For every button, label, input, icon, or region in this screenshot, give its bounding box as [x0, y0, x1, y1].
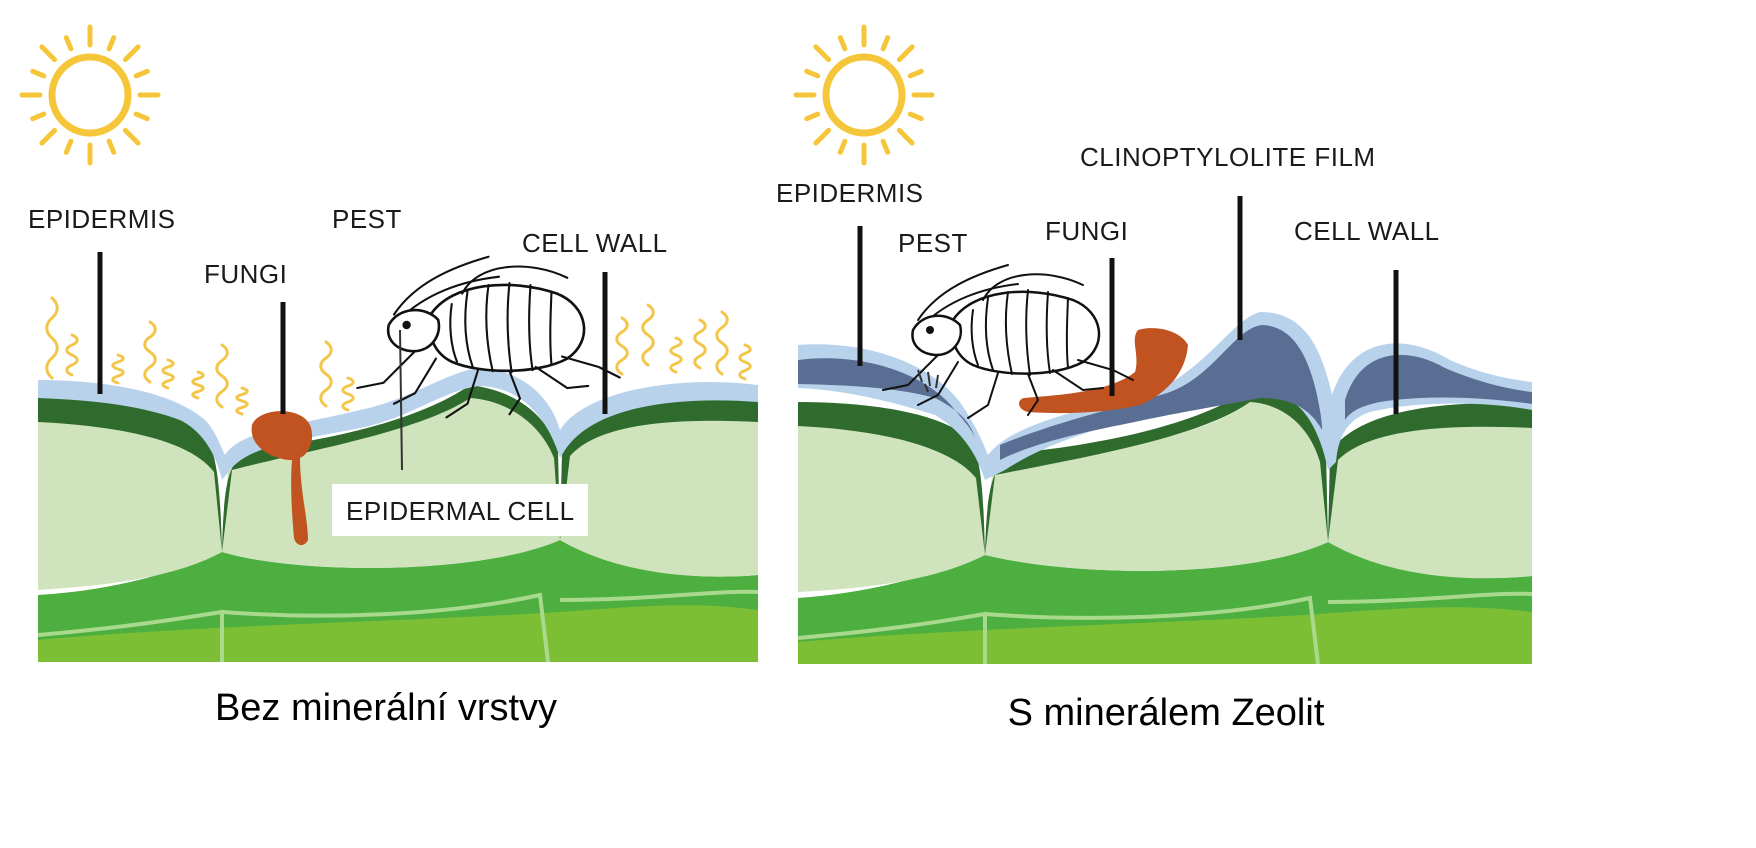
sun-ray	[880, 138, 891, 155]
heat-wave	[615, 316, 629, 376]
pest-stylet	[399, 329, 403, 471]
sun-ray	[122, 44, 141, 63]
heat-wave	[235, 386, 249, 416]
sun-ray	[813, 127, 832, 146]
heat-wave	[65, 333, 79, 377]
sun-ray	[813, 44, 832, 63]
caption-right: S minerálem Zeolit	[1008, 692, 1325, 734]
heat-waves-icon	[45, 296, 752, 416]
right-panel: EPIDERMIS PEST FUNGI CLINOPTYLOLITE FILM…	[776, 24, 1533, 734]
sun-ray	[63, 35, 74, 52]
sun-icon	[793, 24, 935, 166]
label-fungi: FUNGI	[1045, 216, 1128, 246]
epidermal-cell-label-box	[332, 484, 588, 536]
heat-wave	[191, 370, 205, 400]
sun-icon	[19, 24, 161, 166]
sun-ray	[804, 68, 821, 79]
sun-ray	[106, 138, 117, 155]
heat-wave	[161, 358, 175, 390]
sun-ray	[30, 111, 47, 122]
lower-mesophyll	[798, 595, 1532, 664]
heat-wave	[111, 353, 125, 385]
label-pest: PEST	[898, 228, 968, 258]
label-epidermal-cell: EPIDERMAL CELL	[346, 496, 575, 526]
middle-green-band	[798, 542, 1532, 642]
vein-line	[221, 592, 550, 663]
label-pest: PEST	[332, 204, 402, 234]
vein-line	[1327, 591, 1533, 604]
caption-left: Bez minerální vrstvy	[215, 687, 557, 729]
vein-line	[559, 589, 759, 602]
heat-wave	[341, 376, 355, 412]
heat-wave	[319, 340, 333, 408]
sun-ray	[122, 127, 141, 146]
heat-wave	[669, 336, 683, 374]
sun-ray	[837, 138, 848, 155]
heat-wave	[641, 303, 655, 367]
sun-ray	[907, 68, 924, 79]
sun-ray	[880, 35, 891, 52]
heat-wave	[715, 310, 729, 376]
epidermal-cell-area	[38, 420, 222, 590]
epidermal-cell-area	[560, 418, 758, 577]
sun-ray	[39, 44, 58, 63]
vein-line	[37, 609, 224, 662]
label-epidermis: EPIDERMIS	[776, 178, 924, 208]
heat-wave	[693, 318, 707, 370]
epidermis-dark-layer	[38, 385, 758, 552]
epidermal-cell-area	[985, 402, 1328, 571]
sun-ray	[63, 138, 74, 155]
clinoptylolite-film	[1345, 354, 1532, 420]
pest-probe-marks	[917, 369, 939, 393]
heat-wave	[45, 296, 59, 380]
fungi-blob	[251, 411, 313, 546]
label-epidermis: EPIDERMIS	[28, 204, 176, 234]
epidermal-cell-area	[1328, 423, 1532, 579]
lower-mesophyll	[38, 593, 758, 662]
vein-line	[984, 595, 1320, 665]
sun-ray	[804, 111, 821, 122]
sun-ray	[133, 68, 150, 79]
label-clinoptylolite-film: CLINOPTYLOLITE FILM	[1080, 142, 1376, 172]
epidermis-cuticle	[38, 368, 758, 480]
heat-wave	[143, 320, 157, 384]
clinoptylolite-film	[1000, 325, 1322, 460]
clinoptylolite-film	[798, 358, 975, 438]
sun-ray	[30, 68, 47, 79]
sun-ray	[106, 35, 117, 52]
sun-ray	[907, 111, 924, 122]
left-panel: EPIDERMAL CELL EPIDERMIS FUNGI PEST CELL…	[19, 24, 759, 729]
vein-line	[797, 611, 987, 664]
label-cell-wall: CELL WALL	[522, 228, 668, 258]
label-fungi: FUNGI	[204, 259, 287, 289]
middle-green-band	[38, 540, 758, 640]
label-cell-wall: CELL WALL	[1294, 216, 1440, 246]
heat-wave	[738, 343, 752, 381]
epidermis-dark-layer	[798, 388, 1532, 555]
sun-ray	[837, 35, 848, 52]
heat-wave	[215, 343, 229, 409]
sun-ray	[133, 111, 150, 122]
sun-ray	[896, 127, 915, 146]
epidermal-cell-area	[798, 425, 985, 592]
fungi-blob	[1019, 328, 1188, 414]
sun-ray	[896, 44, 915, 63]
sun-ray	[39, 127, 58, 146]
